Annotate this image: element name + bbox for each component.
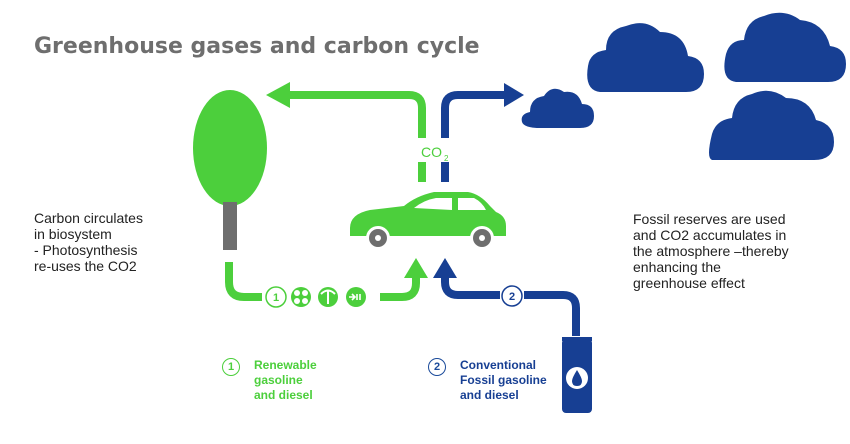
legend-line: and diesel <box>460 388 519 402</box>
text-line: in biosystem <box>34 226 112 242</box>
page-title: Greenhouse gases and carbon cycle <box>34 34 480 59</box>
car-icon <box>350 192 506 250</box>
text-line: Carbon circulates <box>34 210 143 226</box>
cloud-icon <box>709 90 834 160</box>
path-1-badge <box>265 286 287 308</box>
co2-subscript: 2 <box>444 154 449 163</box>
waste-icon <box>346 287 366 307</box>
legend-label: Renewable gasoline and diesel <box>254 358 317 403</box>
text-line: the atmosphere –thereby <box>633 243 789 259</box>
palm-icon <box>318 287 338 307</box>
text-line: enhancing the <box>633 259 721 275</box>
path-number-2: 2 <box>509 291 515 303</box>
text-line: Fossil reserves are used <box>633 211 786 227</box>
legend-conventional: 2 Conventional Fossil gasoline and diese… <box>428 358 547 403</box>
legend-line: Conventional <box>460 358 537 372</box>
path-2-badge <box>501 285 523 307</box>
tree-icon <box>193 90 267 250</box>
oil-barrel-icon <box>562 337 592 413</box>
cloud-icon <box>587 23 704 92</box>
fan-icon <box>291 287 311 307</box>
legend-label: Conventional Fossil gasoline and diesel <box>460 358 547 403</box>
path-number-1: 1 <box>273 292 279 304</box>
blue-arrow-to-cloud <box>441 83 524 182</box>
legend-renewable: 1 Renewable gasoline and diesel <box>222 358 317 403</box>
legend-line: and diesel <box>254 388 313 402</box>
fossil-description: Fossil reserves are used and CO2 accumul… <box>633 211 789 291</box>
text-line: greenhouse effect <box>633 275 745 291</box>
biosystem-description: Carbon circulates in biosystem - Photosy… <box>34 210 143 274</box>
text-line: and CO2 accumulates in <box>633 227 787 243</box>
cloud-icon <box>724 12 846 82</box>
legend-number: 2 <box>428 358 446 376</box>
text-line: re-uses the CO2 <box>34 258 137 274</box>
legend-line: gasoline <box>254 373 303 387</box>
green-arrow-to-tree <box>266 82 426 182</box>
legend-line: Renewable <box>254 358 317 372</box>
legend-number: 1 <box>222 358 240 376</box>
cloud-icon <box>521 88 594 128</box>
text-line: - Photosynthesis <box>34 242 138 258</box>
co2-label: CO <box>421 144 442 160</box>
legend-line: Fossil gasoline <box>460 373 547 387</box>
